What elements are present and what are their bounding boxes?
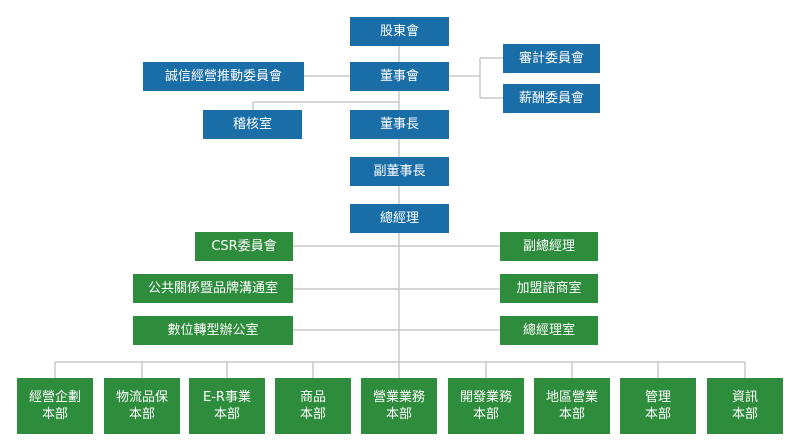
node-franchise-advisory: 加盟諮商室 [500, 274, 598, 303]
node-vice-president: 副總經理 [500, 232, 598, 261]
node-pr-brand: 公共關係暨品牌溝通室 [133, 274, 293, 303]
division-merchandise: 商品 本部 [275, 378, 351, 434]
node-csr-committee: CSR委員會 [195, 232, 293, 261]
node-remuneration-committee: 薪酬委員會 [503, 84, 600, 113]
division-it: 資訊 本部 [707, 378, 783, 434]
node-shareholders: 股東會 [350, 17, 449, 46]
division-development: 開發業務 本部 [448, 378, 524, 434]
division-er-business: E-R事業 本部 [189, 378, 265, 434]
node-vice-chairman: 副董事長 [350, 157, 449, 186]
node-president: 總經理 [350, 204, 449, 233]
division-management: 管理 本部 [620, 378, 696, 434]
division-sales-operations: 營業業務 本部 [361, 378, 437, 434]
node-integrity-committee: 誠信經營推動委員會 [143, 62, 304, 91]
node-president-office: 總經理室 [500, 316, 598, 345]
division-planning: 經營企劃 本部 [17, 378, 93, 434]
division-logistics-qa: 物流品保 本部 [104, 378, 180, 434]
division-regional-sales: 地區營業 本部 [534, 378, 610, 434]
node-board: 董事會 [350, 62, 449, 91]
node-audit-committee: 審計委員會 [503, 44, 600, 73]
node-internal-audit: 稽核室 [203, 110, 302, 139]
node-digital-transformation: 數位轉型辦公室 [133, 316, 293, 345]
node-chairman: 董事長 [350, 110, 449, 139]
